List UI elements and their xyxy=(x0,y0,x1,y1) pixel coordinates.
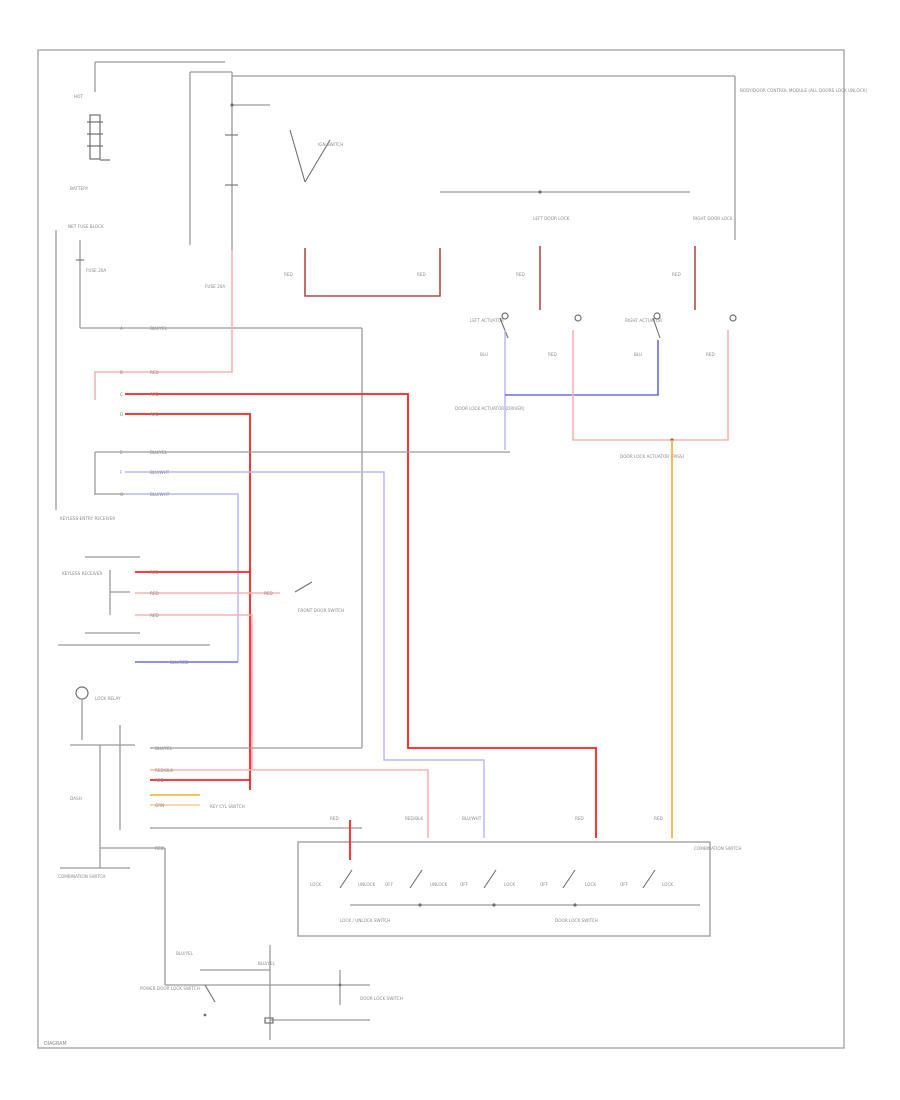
left-actuator-switch: LEFT ACTUATOR xyxy=(470,312,582,339)
keyless-receiver-label: KEYLESS RECEIVER xyxy=(62,571,102,576)
key-cyl-label: KEY CYL SWITCH xyxy=(210,804,245,809)
svg-text:BLU/WHT: BLU/WHT xyxy=(150,470,170,475)
svg-text:OFF: OFF xyxy=(620,882,629,887)
svg-text:RED: RED xyxy=(150,591,159,596)
combination-switch: COMBINATION SWITCH RED RED/BLK BLU/WHT R… xyxy=(297,816,742,937)
hot-label: HOT xyxy=(74,94,83,99)
svg-text:LOCK: LOCK xyxy=(662,882,673,887)
svg-text:OFF: OFF xyxy=(540,882,549,887)
combination-switch-label: COMBINATION SWITCH xyxy=(694,846,742,851)
svg-text:C: C xyxy=(120,392,123,397)
dash-label: DASH xyxy=(70,796,82,801)
lock-relay: LOCK RELAY xyxy=(75,686,121,740)
svg-text:RED: RED xyxy=(284,272,293,277)
door-lock-switch-label: DOOR LOCK SWITCH xyxy=(555,918,598,923)
right-door-lock-label: RIGHT DOOR LOCK xyxy=(693,216,733,221)
svg-text:BLU: BLU xyxy=(634,352,642,357)
svg-text:LOCK: LOCK xyxy=(585,882,596,887)
svg-text:RED: RED xyxy=(150,412,159,417)
svg-text:RED: RED xyxy=(548,352,557,357)
svg-text:RED: RED xyxy=(516,272,525,277)
right-actuator-switch: RIGHT ACTUATOR xyxy=(625,312,737,339)
svg-text:UNLOCK: UNLOCK xyxy=(358,882,376,887)
svg-text:LOCK: LOCK xyxy=(310,882,321,887)
top-right-bracket: BODY/DOOR CONTROL MODULE (ALL DOORS LOCK… xyxy=(232,75,867,240)
svg-text:BLU/RED: BLU/RED xyxy=(170,660,188,665)
svg-text:RED: RED xyxy=(155,778,164,783)
ign-switch-label: IGN SWITCH xyxy=(318,142,343,147)
power-door-lock-label: POWER DOOR LOCK SWITCH xyxy=(140,986,200,991)
svg-text:A: A xyxy=(120,326,123,331)
combination-under-label: COMBINATION SWITCH xyxy=(58,874,106,879)
svg-text:BLU/YEL: BLU/YEL xyxy=(176,951,194,956)
svg-text:BLU/YEL: BLU/YEL xyxy=(150,450,168,455)
svg-text:LOCK: LOCK xyxy=(504,882,515,887)
svg-text:RED: RED xyxy=(330,816,339,821)
ign-switch: IGN SWITCH xyxy=(289,129,343,183)
svg-text:BLU/YEL: BLU/YEL xyxy=(258,961,276,966)
diagram-frame xyxy=(37,49,845,1049)
fuse-block: FUSE 20A xyxy=(189,71,270,289)
door-lock-actuator-right: DOOR LOCK ACTUATOR (PASS) xyxy=(620,454,685,459)
fuse-block-label: NET FUSE BLOCK xyxy=(68,224,104,229)
svg-text:BLU/WHT: BLU/WHT xyxy=(150,492,170,497)
svg-text:OFF: OFF xyxy=(385,882,394,887)
lock-relay-label: LOCK RELAY xyxy=(95,696,121,701)
wire-label-1: BLU/YEL xyxy=(150,326,168,331)
svg-text:BLU: BLU xyxy=(480,352,488,357)
lock-unlock-switch-label: LOCK / UNLOCK SWITCH xyxy=(340,918,390,923)
svg-text:RED: RED xyxy=(264,591,273,596)
svg-text:RED/BLK: RED/BLK xyxy=(155,768,173,773)
svg-text:D: D xyxy=(120,412,123,417)
svg-text:OFF: OFF xyxy=(460,882,469,887)
left-door-lock-label: LEFT DOOR LOCK xyxy=(533,216,570,221)
svg-text:BLU/WHT: BLU/WHT xyxy=(462,816,482,821)
svg-text:RED: RED xyxy=(150,613,159,618)
svg-text:RED/BLK: RED/BLK xyxy=(405,816,423,821)
top-right-note: BODY/DOOR CONTROL MODULE (ALL DOORS LOCK… xyxy=(740,88,867,93)
battery-group: HOT BATTERY xyxy=(70,61,225,191)
svg-text:G: G xyxy=(120,492,123,497)
power-door-lock-switch: BLU/YEL POWER DOOR LOCK SWITCH DOOR LOCK… xyxy=(140,945,403,1040)
front-door-switch-label: FRONT DOOR SWITCH xyxy=(298,608,344,613)
svg-text:RED: RED xyxy=(575,816,584,821)
fuse-label: FUSE 20A xyxy=(205,284,225,289)
svg-text:BLU/YEL: BLU/YEL xyxy=(155,746,173,751)
svg-text:RED: RED xyxy=(654,816,663,821)
svg-text:RED: RED xyxy=(706,352,715,357)
fuse-20a-label: FUSE 20A xyxy=(86,268,106,273)
svg-text:RED: RED xyxy=(150,370,159,375)
svg-text:RED: RED xyxy=(150,392,159,397)
footer-label: DIAGRAM xyxy=(44,1041,67,1047)
left-actuator-label: LEFT ACTUATOR xyxy=(470,318,504,323)
svg-text:UNLOCK: UNLOCK xyxy=(430,882,448,887)
body-ctrl-label: KEYLESS ENTRY RECEIVER xyxy=(60,516,115,521)
svg-text:GRN: GRN xyxy=(155,803,164,808)
right-actuator-label: RIGHT ACTUATOR xyxy=(625,318,662,323)
svg-text:RED: RED xyxy=(672,272,681,277)
battery-label: BATTERY xyxy=(70,186,89,191)
door-lock-sw-label: DOOR LOCK SWITCH xyxy=(360,996,403,1001)
door-lock-actuator-left: DOOR LOCK ACTUATOR (DRIVER) xyxy=(455,406,525,411)
svg-text:RED: RED xyxy=(155,846,164,851)
svg-text:RED: RED xyxy=(150,570,159,575)
svg-text:F: F xyxy=(120,470,123,475)
svg-text:E: E xyxy=(120,450,123,455)
svg-text:RED: RED xyxy=(417,272,426,277)
svg-text:B: B xyxy=(120,370,123,375)
